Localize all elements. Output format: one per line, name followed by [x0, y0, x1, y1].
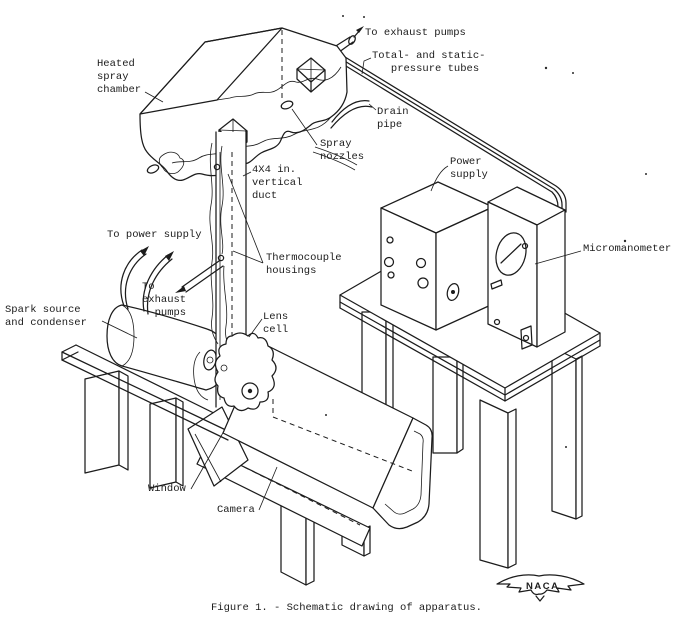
thermocouple-housing-lower: [218, 255, 223, 260]
exhaust-arrowhead: [356, 26, 364, 33]
label-to-exhaust-pumps-left: To exhaust pumps: [142, 281, 187, 319]
window-plate: [188, 407, 248, 486]
label-to-exhaust-pumps-top: To exhaust pumps: [365, 27, 466, 39]
power-supply-knobs: [385, 237, 461, 302]
label-micromanometer: Micromanometer: [583, 243, 672, 255]
label-spark-source: Spark source and condenser: [5, 304, 87, 329]
lens: [242, 383, 258, 399]
naca-logo-text: NACA: [526, 581, 559, 592]
drain-pipe: [313, 101, 372, 170]
label-window: Window: [148, 483, 186, 495]
floor-port: [146, 163, 160, 174]
label-to-power-supply: To power supply: [107, 229, 202, 241]
label-thermocouple-housings: Thermocouple housings: [266, 252, 342, 277]
rear-duct-opening: [297, 58, 325, 92]
chamber-roof: [140, 28, 282, 114]
figure-caption: Figure 1. - Schematic drawing of apparat…: [211, 602, 482, 614]
spray-nozzle-port: [280, 100, 294, 111]
power-supply-box: [381, 182, 493, 330]
label-drain-pipe: Drain pipe: [377, 106, 409, 131]
power-supply-wires: [121, 246, 174, 314]
dial: [492, 230, 531, 279]
label-spray-nozzles: Spray nozzles: [320, 138, 365, 163]
label-pressure-tubes: Total- and static- pressure tubes: [372, 50, 486, 75]
dial-needle: [501, 244, 521, 263]
naca-logo: NACA: [497, 575, 584, 601]
label-vertical-duct: 4X4 in. vertical duct: [252, 164, 303, 202]
wire-arrowhead: [140, 246, 149, 256]
duct-exhaust-tap: [175, 261, 223, 293]
micromanometer-box: [488, 187, 565, 349]
spark-source-condenser: [107, 305, 226, 390]
exhaust-arrowhead-left: [175, 286, 186, 293]
leader-lines: [102, 58, 581, 510]
label-lens-cell: Lens cell: [263, 311, 289, 336]
label-power-supply: Power supply: [450, 156, 488, 181]
label-heated-spray-chamber: Heated spray chamber: [97, 58, 142, 96]
equipment-tray: [62, 345, 236, 440]
scan-specks: [325, 15, 647, 448]
camera-base-plate: [197, 448, 370, 546]
wire-arrowhead-2: [165, 251, 174, 261]
tray-back-rail: [76, 345, 236, 424]
support-posts: [85, 371, 183, 488]
lens-cell-assembly: [194, 333, 276, 411]
label-camera: Camera: [217, 504, 255, 516]
thermocouple-housing-upper: [214, 164, 219, 169]
